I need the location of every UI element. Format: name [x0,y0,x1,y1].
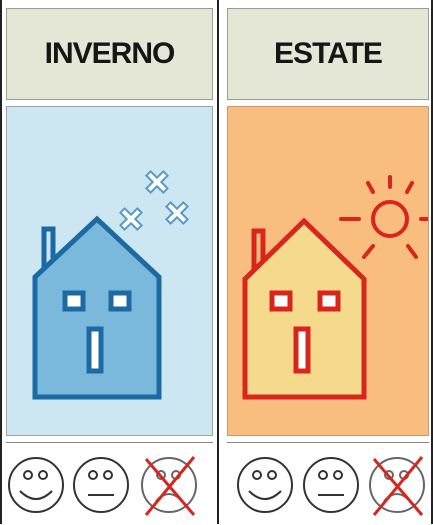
happy-face-icon[interactable] [9,458,63,512]
summer-rating [227,442,429,524]
house-icon [245,221,364,397]
summer-scene [227,106,429,436]
winter-illustration [7,107,213,436]
snowflake-icon [114,202,148,236]
panel-divider-middle [217,0,219,524]
happy-face-icon[interactable] [238,458,292,512]
winter-rating [6,442,213,524]
summer-illustration [228,107,429,436]
sun-icon [341,177,429,257]
winter-title: INVERNO [45,37,175,71]
house-icon [35,219,159,397]
winter-scene [6,106,213,436]
neutral-face-icon[interactable] [304,458,358,512]
crossed-out-face-icon[interactable] [142,457,196,515]
winter-panel: INVERNO [0,0,217,524]
snowflake-icon [140,165,174,199]
summer-panel: ESTATE [221,0,433,524]
neutral-face-icon[interactable] [74,458,128,512]
summer-header: ESTATE [227,8,429,100]
crossed-out-face-icon[interactable] [370,457,424,515]
snowflake-icon [160,196,194,230]
winter-header: INVERNO [6,8,213,100]
summer-title: ESTATE [274,37,382,71]
